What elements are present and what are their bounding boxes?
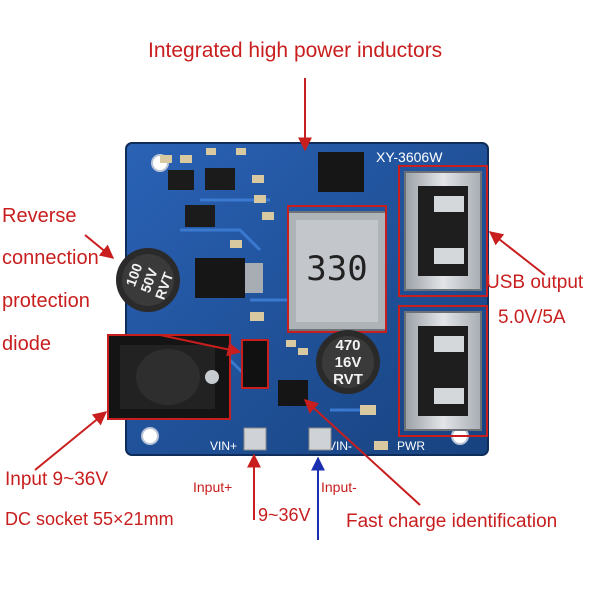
label-input-minus: Input- (321, 479, 357, 495)
smd-components (160, 148, 376, 415)
label-voltage: 9~36V (258, 505, 311, 525)
label-fast-charge: Fast charge identification (346, 511, 557, 532)
svg-text:470: 470 (335, 337, 360, 354)
inductor-marking: 330 (306, 249, 367, 289)
pad-vin-plus (243, 427, 267, 451)
pad-vin-minus (308, 427, 332, 451)
label-reverse-line-2: connection (2, 247, 99, 269)
label-inductors: Integrated high power inductors (148, 39, 442, 62)
pwr-led (374, 441, 388, 450)
board-model: XY-3606W (376, 149, 443, 165)
capacitor-470uf: 470 16V RVT (316, 330, 380, 394)
label-usb-line-2: 5.0V/5A (498, 307, 566, 328)
usb-port-top (398, 165, 488, 297)
capacitor-100uf: 100 50V RVT (116, 248, 180, 312)
label-reverse-line-1: Reverse (2, 205, 76, 227)
label-reverse-line-3: protection (2, 290, 90, 312)
power-inductor: 330 (287, 211, 387, 331)
svg-text:100: 100 (122, 261, 145, 289)
usb-port-bottom (398, 305, 488, 437)
dc-socket (107, 334, 231, 420)
mount-hole-bottom-left (141, 427, 159, 445)
pad-label-vin-minus: VIN- (328, 439, 352, 453)
label-input-line-2: DC socket 55×21mm (5, 509, 174, 529)
svg-text:RVT: RVT (333, 371, 363, 388)
pad-label-vin-plus: VIN+ (210, 439, 237, 453)
label-input-line-1: Input 9~36V (5, 469, 108, 490)
annotation-arrows (34, 78, 546, 540)
label-usb-line-1: USB output (486, 272, 584, 293)
svg-text:16V: 16V (335, 354, 362, 371)
regulator-chip-left (195, 258, 245, 298)
regulator-chip-top (318, 152, 364, 192)
label-reverse-line-4: diode (2, 333, 51, 355)
pwr-label: PWR (397, 439, 425, 453)
reverse-protection-diode (241, 339, 269, 389)
fast-charge-chip (278, 380, 308, 406)
label-input-plus: Input+ (193, 479, 232, 495)
